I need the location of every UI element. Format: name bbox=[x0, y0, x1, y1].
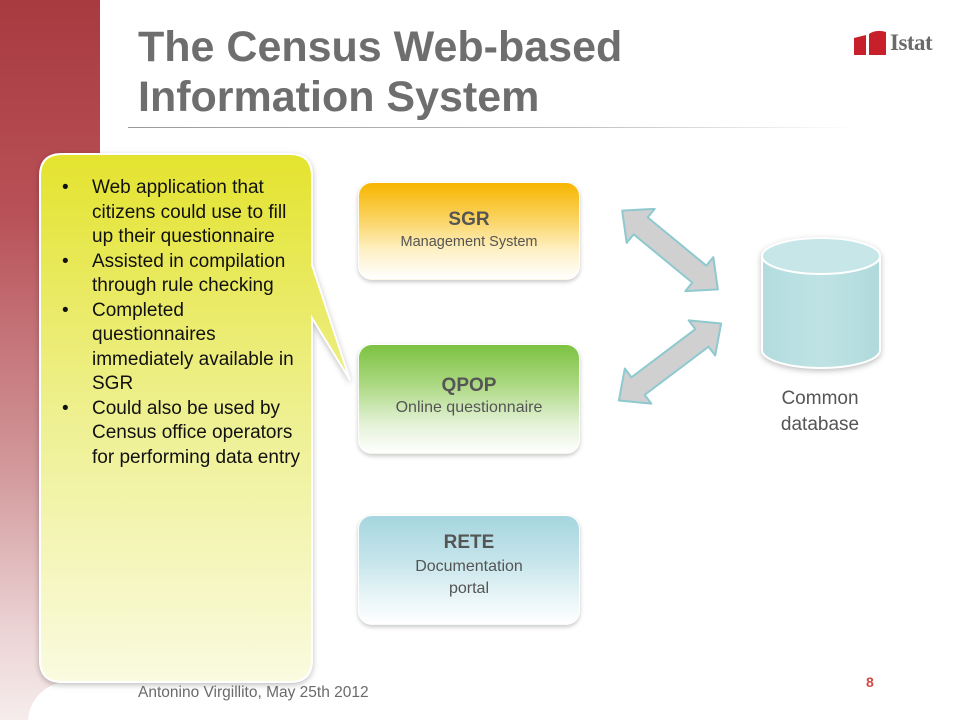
bullet-item: •Completed questionnaires immediately av… bbox=[62, 299, 294, 395]
bullet-item: •Could also be used by Census office ope… bbox=[62, 397, 301, 468]
sgr-title: SGR bbox=[448, 209, 490, 230]
bullet-dot-icon: • bbox=[62, 250, 69, 272]
database-label: Common database bbox=[780, 388, 860, 435]
bullet-item: •Assisted in compilation through rule ch… bbox=[62, 250, 286, 297]
callout-bullet-list: •Web application that citizens could use… bbox=[58, 176, 303, 470]
istat-logo-icon bbox=[854, 30, 886, 55]
band-curve bbox=[28, 682, 138, 720]
rete-box: RETE Documentation portal bbox=[358, 515, 580, 625]
slide-title: The Census Web-based Information System bbox=[138, 22, 778, 122]
title-divider bbox=[128, 127, 858, 128]
page-number: 8 bbox=[866, 674, 874, 690]
qpop-title: QPOP bbox=[441, 375, 497, 396]
rete-subtitle: Documentation portal bbox=[415, 558, 523, 597]
sgr-box: SGR Management System bbox=[358, 182, 580, 280]
qpop-subtitle: Online questionnaire bbox=[395, 399, 543, 416]
bullet-dot-icon: • bbox=[62, 177, 69, 198]
title-line-1: The Census Web-based bbox=[138, 23, 623, 71]
sgr-subtitle: Management System bbox=[400, 234, 538, 250]
bullet-item: •Web application that citizens could use… bbox=[62, 177, 287, 247]
logo-text: Istat bbox=[890, 30, 933, 55]
footer-author: Antonino Virgillito, May 25th 2012 bbox=[138, 684, 369, 701]
database-cylinder-icon bbox=[761, 237, 881, 369]
bullet-dot-icon: • bbox=[62, 299, 69, 321]
callout-shape bbox=[39, 153, 351, 683]
bullet-dot-icon: • bbox=[62, 397, 69, 419]
double-arrow-sgr-db bbox=[621, 207, 719, 293]
qpop-box: QPOP Online questionnaire bbox=[358, 344, 580, 454]
double-arrow-qpop-db bbox=[617, 319, 723, 405]
title-line-2: Information System bbox=[138, 73, 540, 121]
rete-title: RETE bbox=[443, 532, 495, 553]
